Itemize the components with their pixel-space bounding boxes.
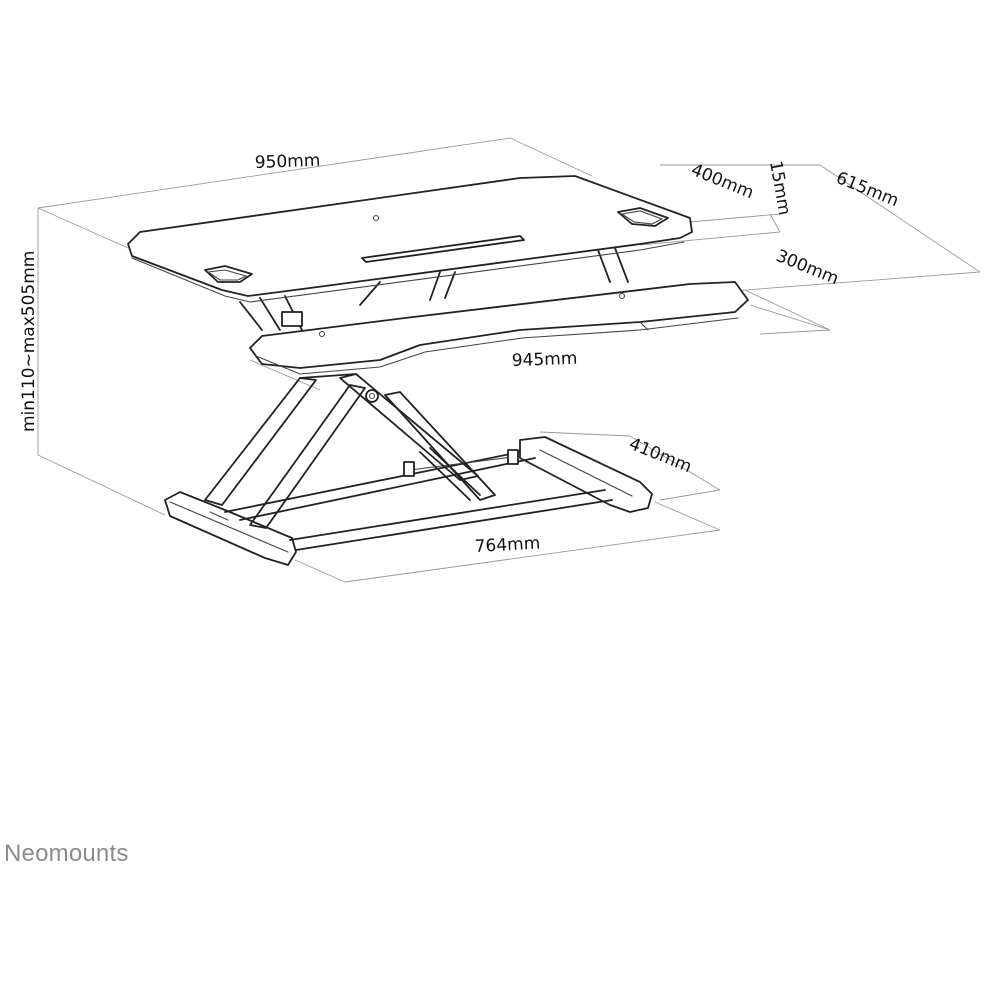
label-keyboard-depth: 300mm (773, 246, 841, 289)
label-top-depth-front: 400mm (688, 160, 756, 203)
brand-logo-text: Neomounts (4, 840, 129, 867)
top-supports (239, 247, 629, 331)
dimension-guides (37, 137, 981, 583)
base-frame (164, 436, 653, 566)
label-base-depth: 410mm (626, 434, 694, 477)
keyboard-tray (249, 281, 749, 375)
label-total-depth: 615mm (833, 168, 901, 211)
label-top-width: 950mm (254, 151, 320, 173)
scissor-lift (204, 373, 519, 529)
label-base-width: 764mm (474, 534, 541, 557)
label-thickness: 15mm (765, 159, 794, 216)
label-height-range: min110~max505mm (19, 251, 39, 432)
label-keyboard-width: 945mm (511, 349, 577, 371)
top-surface (127, 175, 693, 303)
